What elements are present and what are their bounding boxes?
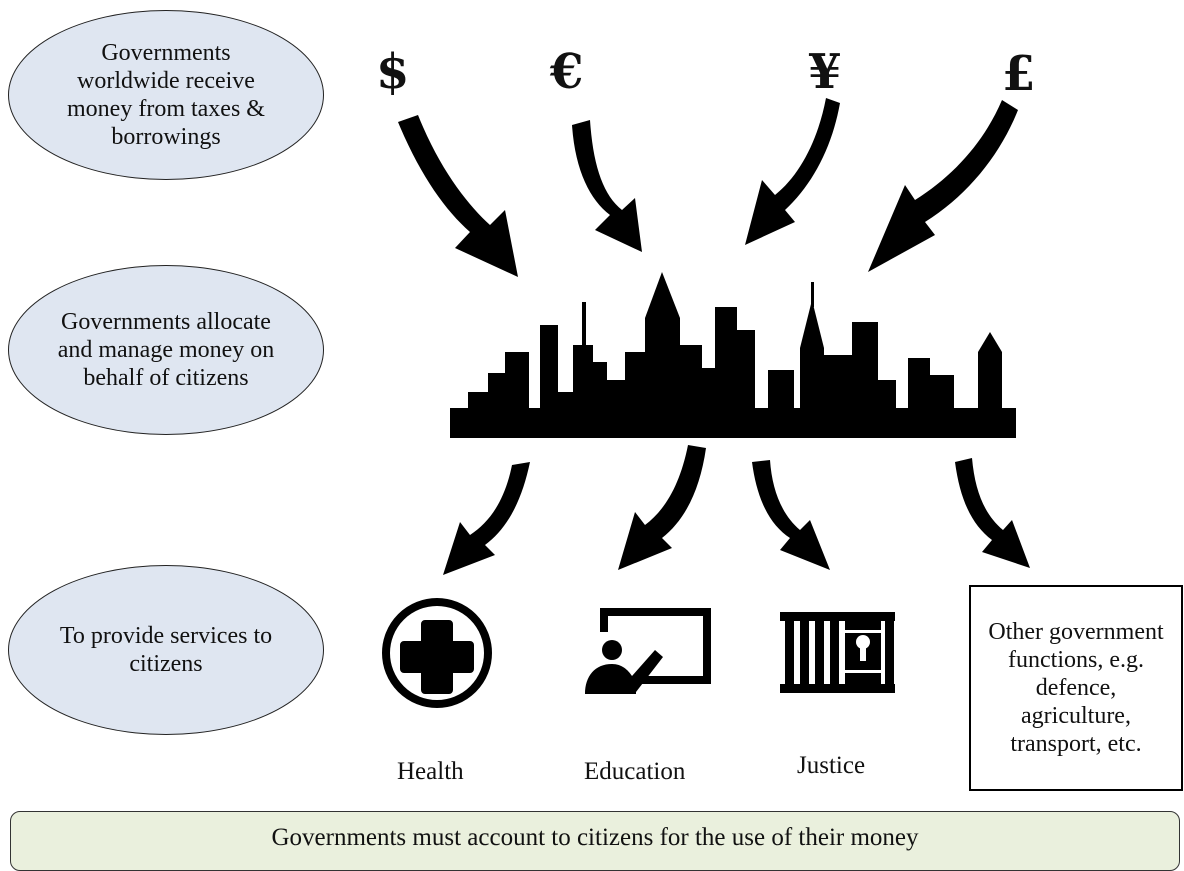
ellipse-receive-text: Governments worldwide receive money from… xyxy=(67,40,265,150)
footer-text: Governments must account to citizens for… xyxy=(271,824,919,851)
arrow-city-to-health xyxy=(443,462,530,575)
arrow-city-to-justice xyxy=(752,460,830,570)
arrow-euro-to-city xyxy=(572,120,642,252)
arrow-pound-to-city xyxy=(868,100,1018,272)
arrow-city-to-other xyxy=(955,458,1030,568)
pound-symbol: £ xyxy=(1002,46,1036,102)
ellipse-receive-money: Governments worldwide receive money from… xyxy=(8,10,324,180)
dollar-symbol: $ xyxy=(376,44,410,100)
euro-symbol: € xyxy=(550,44,584,100)
label-education: Education xyxy=(584,758,686,785)
ellipse-allocate-text: Governments allocate and manage money on… xyxy=(57,309,275,391)
education-teacher-icon xyxy=(585,608,711,694)
label-health: Health xyxy=(397,758,464,785)
ellipse-provide-text: To provide services to citizens xyxy=(59,623,273,677)
yen-symbol: ¥ xyxy=(808,44,842,100)
other-functions-box: Other government functions, e.g. defence… xyxy=(969,585,1183,791)
health-cross-icon xyxy=(382,598,492,708)
footer-banner: Governments must account to citizens for… xyxy=(10,811,1180,871)
ellipse-allocate-money: Governments allocate and manage money on… xyxy=(8,265,324,435)
ellipse-provide-services: To provide services to citizens xyxy=(8,565,324,735)
arrow-yen-to-city xyxy=(745,98,840,245)
arrow-dollar-to-city xyxy=(398,115,518,277)
other-functions-text: Other government functions, e.g. defence… xyxy=(988,619,1164,757)
label-justice: Justice xyxy=(797,752,866,779)
justice-jail-icon xyxy=(780,612,895,693)
city-skyline-icon xyxy=(450,272,1016,438)
arrow-city-to-education xyxy=(618,445,706,570)
